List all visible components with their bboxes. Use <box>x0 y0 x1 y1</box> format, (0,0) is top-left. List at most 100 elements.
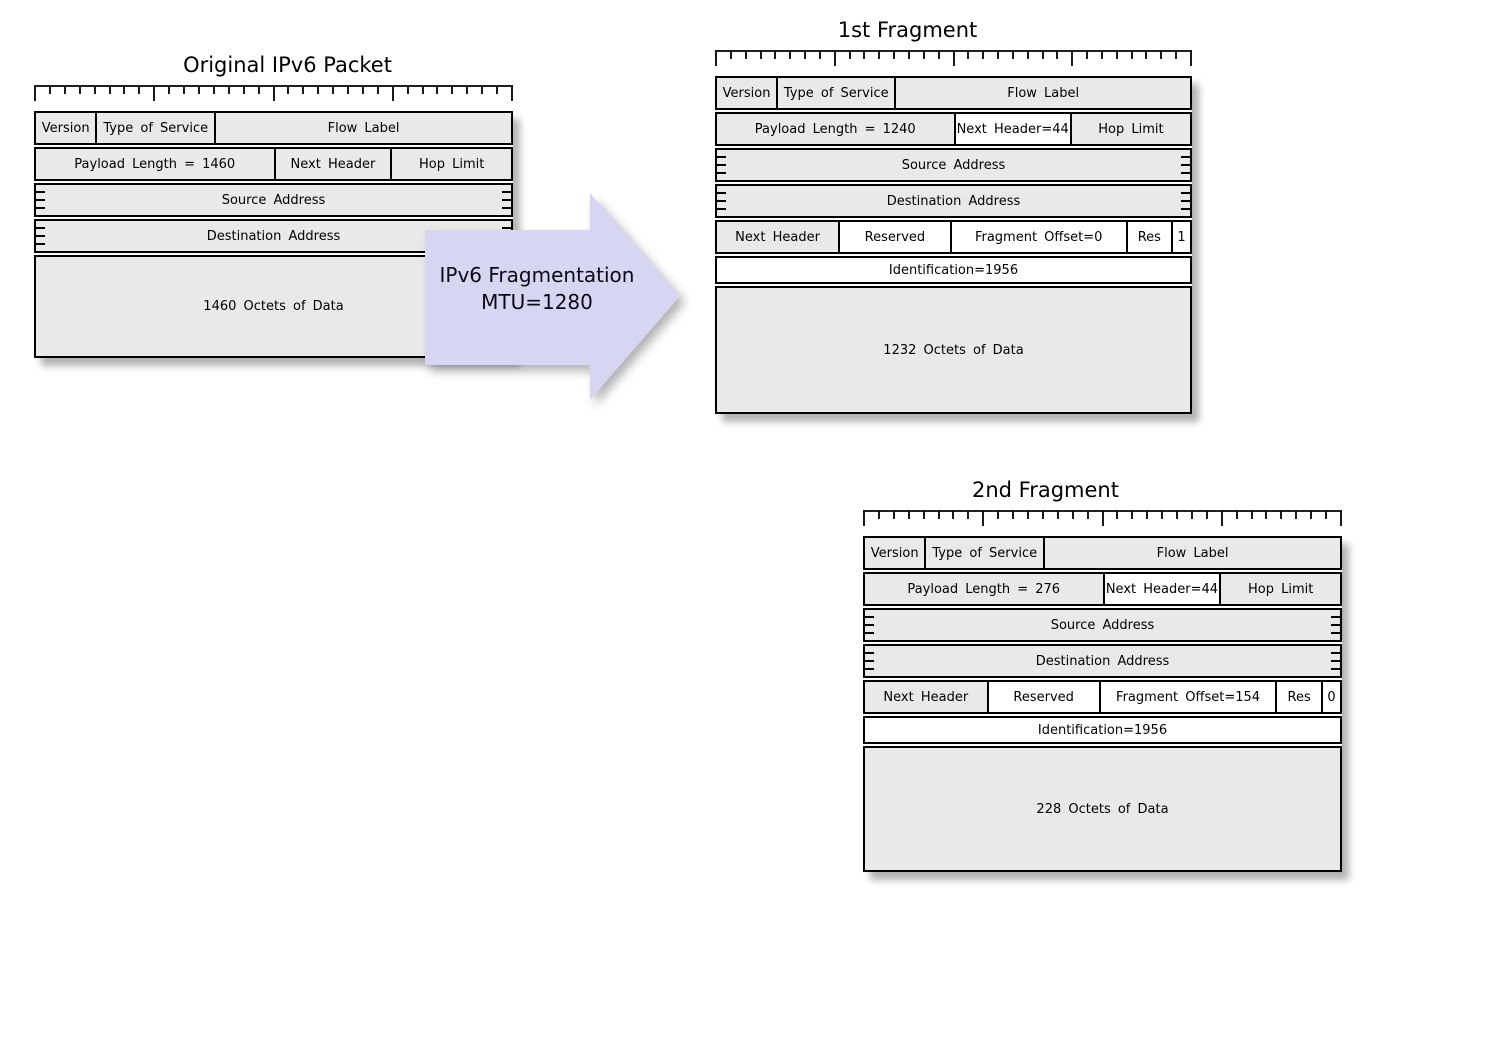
word-tick <box>36 207 45 209</box>
field-type-of-service: Type of Service <box>776 78 894 108</box>
packet-row: Payload Length = 276 Next Header=44 Hop … <box>863 572 1342 606</box>
field-fragment-next-header: Next Header <box>883 689 969 705</box>
field-identification: Identification=1956 <box>1037 722 1168 738</box>
word-tick <box>1181 200 1190 202</box>
packet-row: 1232 Octets of Data <box>715 286 1192 414</box>
word-tick <box>36 199 45 201</box>
packet-row: Next Header Reserved Fragment Offset=0 R… <box>715 220 1192 254</box>
arrow-label-line1: IPv6 Fragmentation <box>439 263 635 287</box>
field-next-header: Next Header=44 <box>953 114 1070 144</box>
field-destination-address: Destination Address <box>886 193 1021 209</box>
word-tick <box>36 235 45 237</box>
field-m-flag: 1 <box>1171 222 1190 252</box>
word-tick <box>717 172 726 174</box>
word-tick <box>36 191 45 193</box>
packet-row: 228 Octets of Data <box>863 746 1342 872</box>
word-tick <box>865 616 874 618</box>
packet-row: Destination Address <box>715 184 1192 218</box>
bit-ruler <box>863 510 1342 527</box>
field-flow-label: Flow Label <box>214 113 511 143</box>
word-tick <box>502 199 511 201</box>
field-type-of-service: Type of Service <box>95 113 214 143</box>
word-tick <box>717 192 726 194</box>
field-version: Version <box>870 545 919 561</box>
field-destination-address: Destination Address <box>1035 653 1170 669</box>
packet-row: Version Type of Service Flow Label <box>715 76 1192 110</box>
packet-row: Identification=1956 <box>863 716 1342 744</box>
word-tick <box>1331 632 1340 634</box>
field-version: Version <box>722 85 771 101</box>
word-tick <box>865 624 874 626</box>
packet-row: Destination Address <box>863 644 1342 678</box>
bit-ruler <box>34 85 513 102</box>
word-tick <box>1181 156 1190 158</box>
word-tick <box>1181 192 1190 194</box>
field-type-of-service: Type of Service <box>924 538 1043 568</box>
word-tick <box>865 660 874 662</box>
word-tick <box>717 200 726 202</box>
field-m-flag: 0 <box>1320 682 1340 712</box>
field-version: Version <box>41 120 90 136</box>
field-data: 1460 Octets of Data <box>203 299 344 314</box>
packet-fragment-1-title: 1st Fragment <box>837 18 978 42</box>
field-res: Res <box>1275 682 1321 712</box>
field-reserved: Reserved <box>838 222 950 252</box>
packet-row: Version Type of Service Flow Label <box>863 536 1342 570</box>
field-payload-length: Payload Length = 276 <box>907 581 1061 597</box>
packet-fragment-2: 2nd Fragment Version Type of Service Flo… <box>863 478 1342 872</box>
field-source-address: Source Address <box>901 157 1006 173</box>
field-identification: Identification=1956 <box>888 262 1019 278</box>
word-tick <box>1181 164 1190 166</box>
packet-fragment-2-rows: Version Type of Service Flow Label Paylo… <box>863 536 1342 872</box>
bit-ruler <box>715 50 1192 67</box>
word-tick <box>717 164 726 166</box>
field-data: 1232 Octets of Data <box>883 342 1024 358</box>
field-fragment-offset: Fragment Offset=154 <box>1098 682 1276 712</box>
field-hop-limit: Hop Limit <box>390 149 511 179</box>
field-hop-limit: Hop Limit <box>1219 574 1340 604</box>
field-flow-label: Flow Label <box>1043 538 1340 568</box>
word-tick <box>502 191 511 193</box>
block-arrow-right-icon <box>425 193 680 400</box>
arrow-label: IPv6 Fragmentation MTU=1280 <box>418 262 656 316</box>
word-tick <box>865 632 874 634</box>
word-tick <box>1331 660 1340 662</box>
field-fragment-offset: Fragment Offset=0 <box>949 222 1126 252</box>
field-hop-limit: Hop Limit <box>1069 114 1190 144</box>
word-tick <box>717 208 726 210</box>
word-tick <box>502 207 511 209</box>
field-next-header: Next Header <box>273 149 391 179</box>
field-fragment-next-header: Next Header <box>735 229 820 245</box>
packet-fragment-1-rows: Version Type of Service Flow Label Paylo… <box>715 76 1192 414</box>
packet-row: Source Address <box>863 608 1342 642</box>
word-tick <box>1331 616 1340 618</box>
word-tick <box>36 243 45 245</box>
field-data: 228 Octets of Data <box>1036 801 1169 817</box>
packet-row: Next Header Reserved Fragment Offset=154… <box>863 680 1342 714</box>
packet-row: Version Type of Service Flow Label <box>34 111 513 145</box>
field-flow-label: Flow Label <box>894 78 1190 108</box>
field-res: Res <box>1125 222 1172 252</box>
packet-row: Identification=1956 <box>715 256 1192 284</box>
packet-row: Payload Length = 1460 Next Header Hop Li… <box>34 147 513 181</box>
word-tick <box>36 227 45 229</box>
packet-original-title: Original IPv6 Packet <box>183 53 392 77</box>
word-tick <box>502 227 511 229</box>
packet-row: Payload Length = 1240 Next Header=44 Hop… <box>715 112 1192 146</box>
field-payload-length: Payload Length = 1240 <box>754 121 916 137</box>
packet-row: Source Address <box>715 148 1192 182</box>
word-tick <box>865 652 874 654</box>
word-tick <box>1331 652 1340 654</box>
packet-fragment-1: 1st Fragment Version Type of Service Flo… <box>715 18 1192 414</box>
field-payload-length: Payload Length = 1460 <box>74 156 236 172</box>
word-tick <box>1331 624 1340 626</box>
word-tick <box>1181 208 1190 210</box>
field-source-address: Source Address <box>1050 617 1155 633</box>
word-tick <box>717 156 726 158</box>
field-next-header: Next Header=44 <box>1102 574 1220 604</box>
packet-fragment-2-title: 2nd Fragment <box>972 478 1119 502</box>
word-tick <box>1331 668 1340 670</box>
arrow-label-line2: MTU=1280 <box>481 290 593 314</box>
field-destination-address: Destination Address <box>206 228 341 244</box>
field-reserved: Reserved <box>986 682 1099 712</box>
